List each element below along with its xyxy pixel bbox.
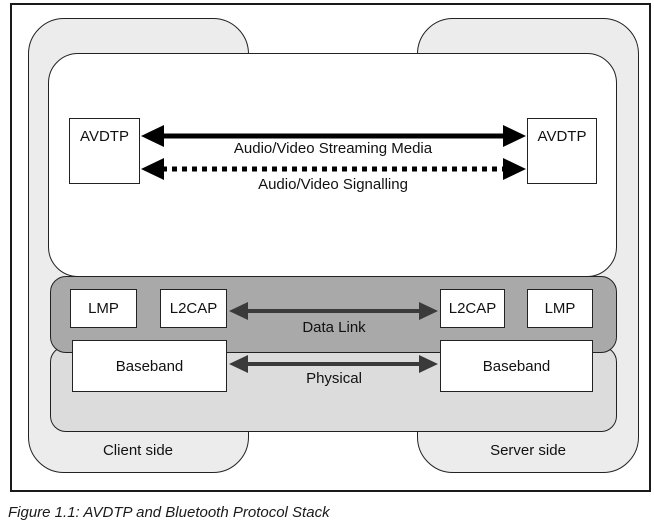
avdtp-box-server: AVDTP (527, 118, 597, 184)
baseband-box-client-label: Baseband (115, 357, 184, 375)
baseband-box-server: Baseband (440, 340, 593, 392)
l2cap-box-server-label: L2CAP (448, 300, 497, 317)
server-side-label: Server side (490, 442, 566, 459)
physical-label: Physical (306, 370, 362, 387)
lmp-box-server: LMP (527, 289, 593, 328)
client-side-label: Client side (102, 442, 174, 459)
avdtp-box-client: AVDTP (69, 118, 140, 184)
l2cap-box-client: L2CAP (160, 289, 227, 328)
avdtp-box-server-label: AVDTP (537, 128, 587, 145)
signalling-label: Audio/Video Signalling (258, 176, 408, 193)
lmp-box-server-label: LMP (544, 300, 576, 317)
l2cap-box-client-label: L2CAP (169, 300, 218, 317)
avdtp-box-client-label: AVDTP (80, 128, 129, 145)
baseband-box-client: Baseband (72, 340, 227, 392)
figure-caption: Figure 1.1: AVDTP and Bluetooth Protocol… (8, 504, 330, 521)
streaming-media-label: Audio/Video Streaming Media (233, 140, 433, 157)
l2cap-box-server: L2CAP (440, 289, 505, 328)
baseband-box-server-label: Baseband (482, 357, 551, 375)
lmp-box-client-label: LMP (88, 300, 119, 317)
lmp-box-client: LMP (70, 289, 137, 328)
datalink-label: Data Link (302, 319, 366, 336)
